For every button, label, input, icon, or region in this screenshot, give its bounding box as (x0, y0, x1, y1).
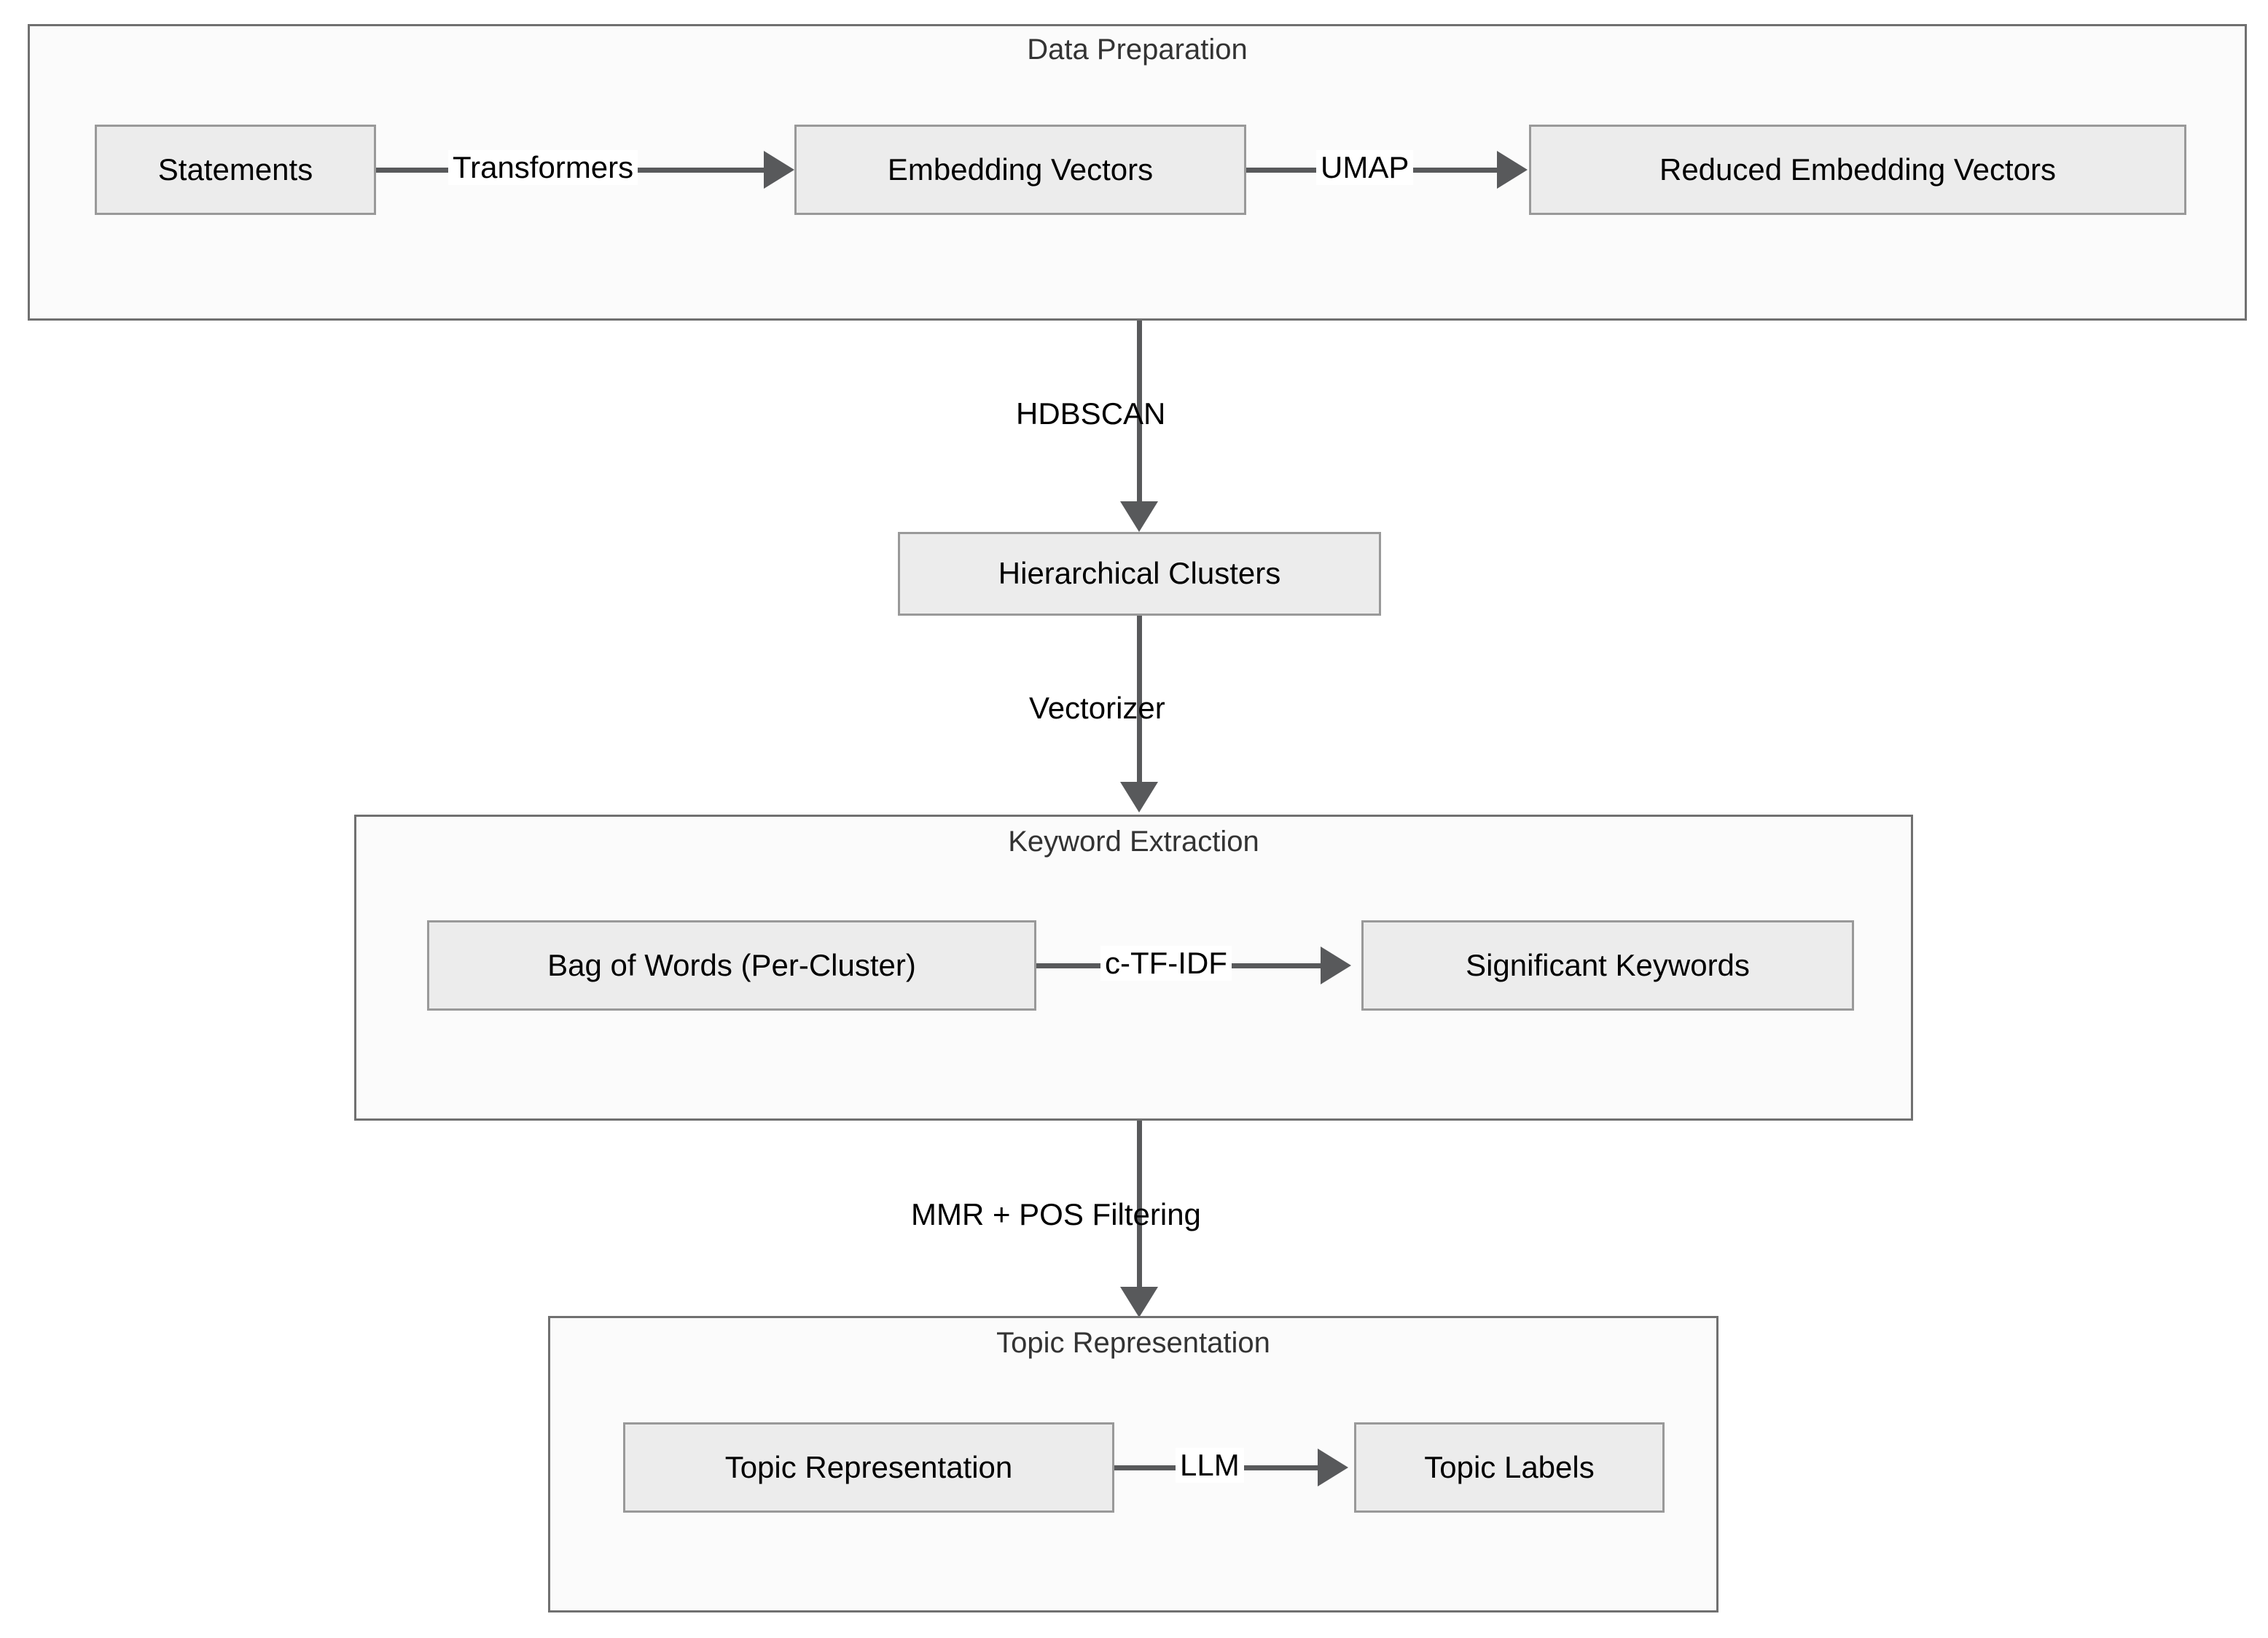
node-topic-labels[interactable]: Topic Labels (1354, 1422, 1665, 1513)
edge-keyword-extraction-to-topic-representation (1137, 1121, 1142, 1288)
arrowhead-embedding-vectors-to-reduced-vectors (1497, 151, 1528, 189)
edge-label-transformers: Transformers (448, 150, 638, 186)
node-bag-of-words[interactable]: Bag of Words (Per-Cluster) (427, 920, 1036, 1011)
node-statements[interactable]: Statements (95, 125, 376, 215)
edge-hierarchical-clusters-to-keyword-extraction (1137, 616, 1142, 783)
edge-label-vectorizer: Vectorizer (1029, 691, 1165, 725)
cluster-title-data-preparation: Data Preparation (1027, 34, 1248, 66)
edge-label-c-tf-idf: c-TF-IDF (1100, 946, 1232, 981)
edge-label-llm: LLM (1176, 1448, 1244, 1484)
arrowhead-bag-of-words-to-significant-keywords (1321, 947, 1351, 984)
node-significant-keywords[interactable]: Significant Keywords (1361, 920, 1854, 1011)
node-hierarchical-clusters[interactable]: Hierarchical Clusters (898, 532, 1381, 616)
arrowhead-topic-representation-to-topic-labels (1318, 1449, 1348, 1486)
edge-label-mmr-pos-filtering: MMR + POS Filtering (911, 1197, 1201, 1231)
arrowhead-data-preparation-to-hierarchical-clusters (1120, 501, 1158, 532)
edge-label-hdbscan: HDBSCAN (1016, 396, 1166, 431)
edge-label-umap: UMAP (1316, 150, 1414, 186)
node-topic-representation[interactable]: Topic Representation (623, 1422, 1114, 1513)
arrowhead-hierarchical-clusters-to-keyword-extraction (1120, 782, 1158, 812)
arrowhead-keyword-extraction-to-topic-representation (1120, 1287, 1158, 1317)
cluster-title-keyword-extraction: Keyword Extraction (1008, 826, 1259, 858)
edge-data-preparation-to-hierarchical-clusters (1137, 321, 1142, 503)
cluster-title-topic-representation: Topic Representation (996, 1327, 1270, 1359)
node-reduced-embedding-vectors[interactable]: Reduced Embedding Vectors (1529, 125, 2186, 215)
node-embedding-vectors[interactable]: Embedding Vectors (794, 125, 1246, 215)
arrowhead-statements-to-embedding-vectors (764, 151, 794, 189)
